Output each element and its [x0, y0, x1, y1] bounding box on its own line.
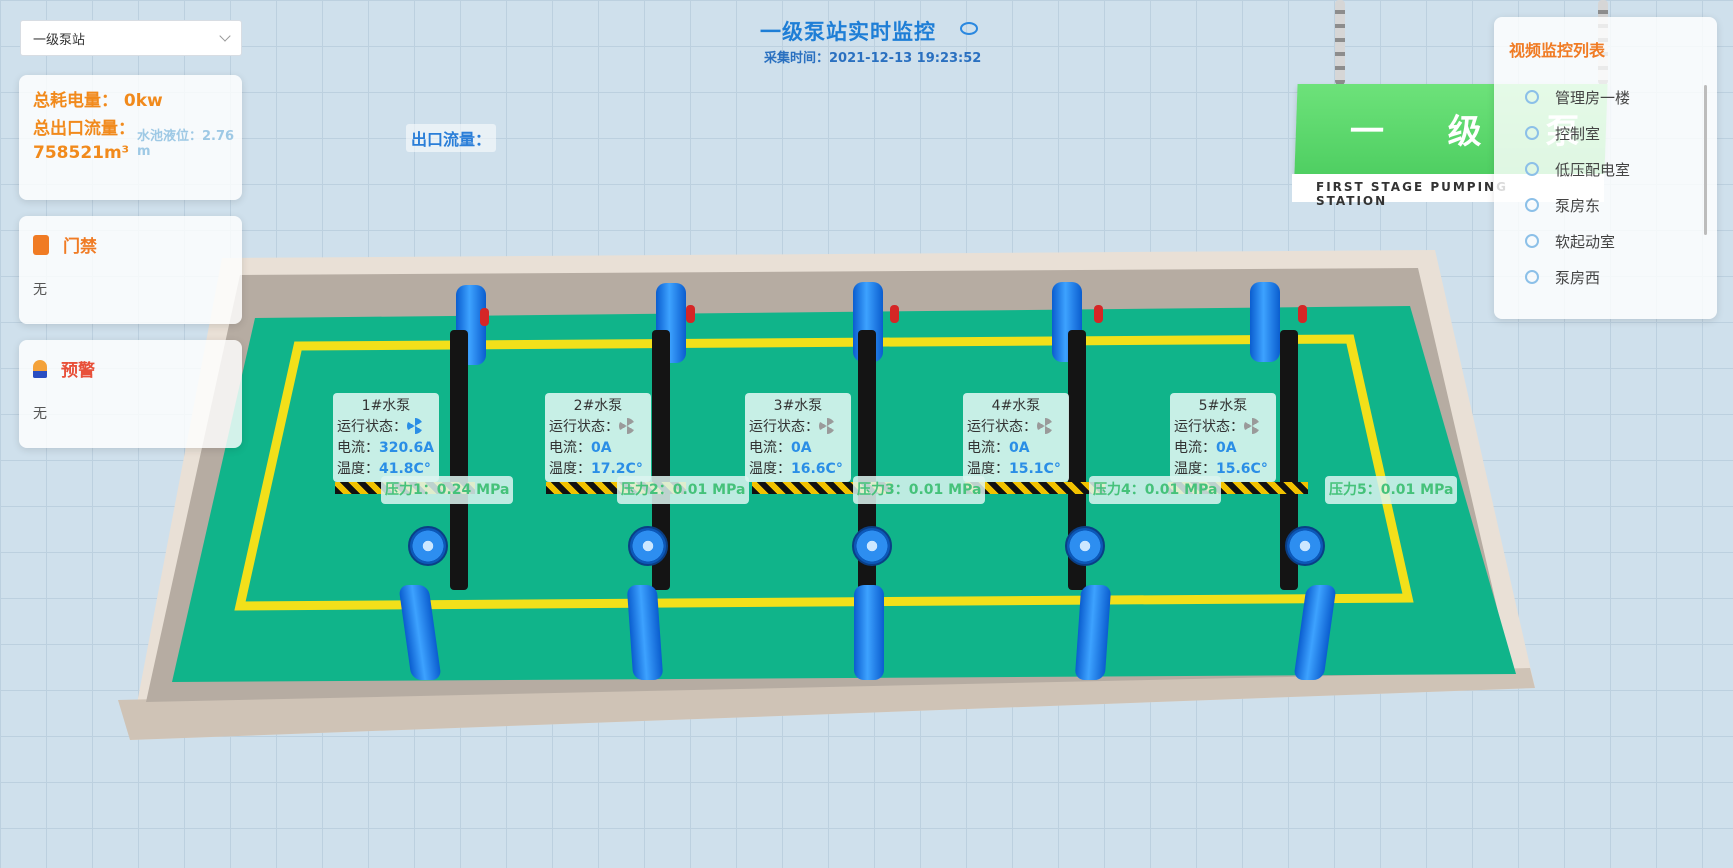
pump-current: 0A [1216, 440, 1237, 456]
alarm-title: 预警 [61, 356, 95, 381]
video-item-label: 低压配电室 [1555, 159, 1630, 180]
pump-temp: 16.6C° [791, 461, 843, 477]
pump-card-3[interactable]: 3#水泵 运行状态： 电流：0A 温度：16.6C° [745, 393, 851, 482]
water-level-faded: 水池液位：2.76 m [137, 125, 242, 159]
fan-icon [619, 418, 635, 434]
video-list: 管理房一楼 控制室 低压配电室 泵房东 软起动室 泵房西 [1509, 79, 1702, 295]
pump-temp: 15.1C° [1009, 461, 1061, 477]
station-select-value: 一级泵站 [33, 29, 85, 48]
video-item-1[interactable]: 管理房一楼 [1509, 79, 1702, 115]
pump-card-5[interactable]: 5#水泵 运行状态： 电流：0A 温度：15.6C° [1170, 393, 1276, 482]
door-title: 门禁 [63, 232, 97, 257]
siren-icon [33, 360, 47, 378]
pressure-5: 压力5：0.01 MPa [1325, 476, 1457, 504]
pump-temp-label: 温度： [337, 461, 379, 477]
camera-icon [1525, 162, 1539, 176]
page-title: 一级泵站实时监控 [760, 16, 936, 46]
video-list-scrollbar[interactable] [1704, 85, 1707, 235]
pump-temp: 41.8C° [379, 461, 431, 477]
station-select[interactable]: 一级泵站 [20, 20, 242, 56]
video-item-6[interactable]: 泵房西 [1509, 259, 1702, 295]
pump-current-label: 电流： [549, 440, 591, 456]
pump-status-label: 运行状态： [749, 419, 819, 435]
pump-temp-label: 温度： [749, 461, 791, 477]
pump-current: 320.6A [379, 440, 434, 456]
billboard-chain-left [1335, 0, 1345, 85]
pump-status-label: 运行状态： [549, 419, 619, 435]
video-item-label: 控制室 [1555, 123, 1600, 144]
pump-temp: 15.6C° [1216, 461, 1268, 477]
pump-temp-label: 温度： [549, 461, 591, 477]
fan-icon [819, 418, 835, 434]
pump-current-label: 电流： [1174, 440, 1216, 456]
pressure-1: 压力1：0.24 MPa [381, 476, 513, 504]
pump-name: 5#水泵 [1174, 396, 1272, 417]
camera-icon [1525, 270, 1539, 284]
pump-status-label: 运行状态： [1174, 419, 1244, 435]
pump-card-2[interactable]: 2#水泵 运行状态： 电流：0A 温度：17.2C° [545, 393, 651, 482]
total-power: 总耗电量： 0kw [33, 89, 228, 113]
pump-name: 4#水泵 [967, 396, 1065, 417]
alarm-status: 无 [33, 403, 228, 423]
pump-status-label: 运行状态： [337, 419, 407, 435]
total-flow-label: 总出口流量： [33, 119, 135, 139]
fan-icon [1037, 418, 1053, 434]
eye-icon[interactable] [960, 22, 978, 35]
fan-icon [407, 418, 423, 434]
video-item-label: 软起动室 [1555, 231, 1615, 252]
pump-name: 3#水泵 [749, 396, 847, 417]
video-item-label: 管理房一楼 [1555, 87, 1630, 108]
video-item-4[interactable]: 泵房东 [1509, 187, 1702, 223]
video-item-label: 泵房东 [1555, 195, 1600, 216]
camera-icon [1525, 234, 1539, 248]
energy-card: 总耗电量： 0kw 总出口流量： 758521m³ 水池液位：2.76 m [19, 75, 242, 200]
pump-name: 1#水泵 [337, 396, 435, 417]
alarm-card: 预警 无 [19, 340, 242, 448]
pressure-2: 压力2：0.01 MPa [617, 476, 749, 504]
total-flow-value: 758521m³ [33, 143, 129, 163]
camera-icon [1525, 126, 1539, 140]
pump-status-label: 运行状态： [967, 419, 1037, 435]
video-item-label: 泵房西 [1555, 267, 1600, 288]
pump-current-label: 电流： [337, 440, 379, 456]
chevron-down-icon [219, 30, 230, 41]
door-status: 无 [33, 279, 228, 299]
total-power-label: 总耗电量： [33, 91, 118, 111]
door-access-card: 门禁 无 [19, 216, 242, 324]
total-power-value: 0kw [124, 91, 163, 111]
pump-temp-label: 温度： [967, 461, 1009, 477]
pump-current: 0A [791, 440, 812, 456]
video-item-5[interactable]: 软起动室 [1509, 223, 1702, 259]
pump-card-4[interactable]: 4#水泵 运行状态： 电流：0A 温度：15.1C° [963, 393, 1069, 482]
pump-current-label: 电流： [749, 440, 791, 456]
pump-card-1[interactable]: 1#水泵 运行状态： 电流：320.6A 温度：41.8C° [333, 393, 439, 482]
door-icon [33, 235, 49, 255]
camera-icon [1525, 90, 1539, 104]
pump-current: 0A [1009, 440, 1030, 456]
pump-current: 0A [591, 440, 612, 456]
pump-temp: 17.2C° [591, 461, 643, 477]
video-panel-title: 视频监控列表 [1509, 37, 1702, 61]
pump-name: 2#水泵 [549, 396, 647, 417]
video-monitor-panel: 视频监控列表 管理房一楼 控制室 低压配电室 泵房东 软起动室 泵房西 [1494, 17, 1717, 319]
collection-time: 采集时间：2021-12-13 19:23:52 [764, 47, 981, 66]
video-item-3[interactable]: 低压配电室 [1509, 151, 1702, 187]
pump-current-label: 电流： [967, 440, 1009, 456]
video-item-2[interactable]: 控制室 [1509, 115, 1702, 151]
pump-temp-label: 温度： [1174, 461, 1216, 477]
outlet-flow-label: 出口流量： [406, 124, 496, 152]
fan-icon [1244, 418, 1260, 434]
camera-icon [1525, 198, 1539, 212]
